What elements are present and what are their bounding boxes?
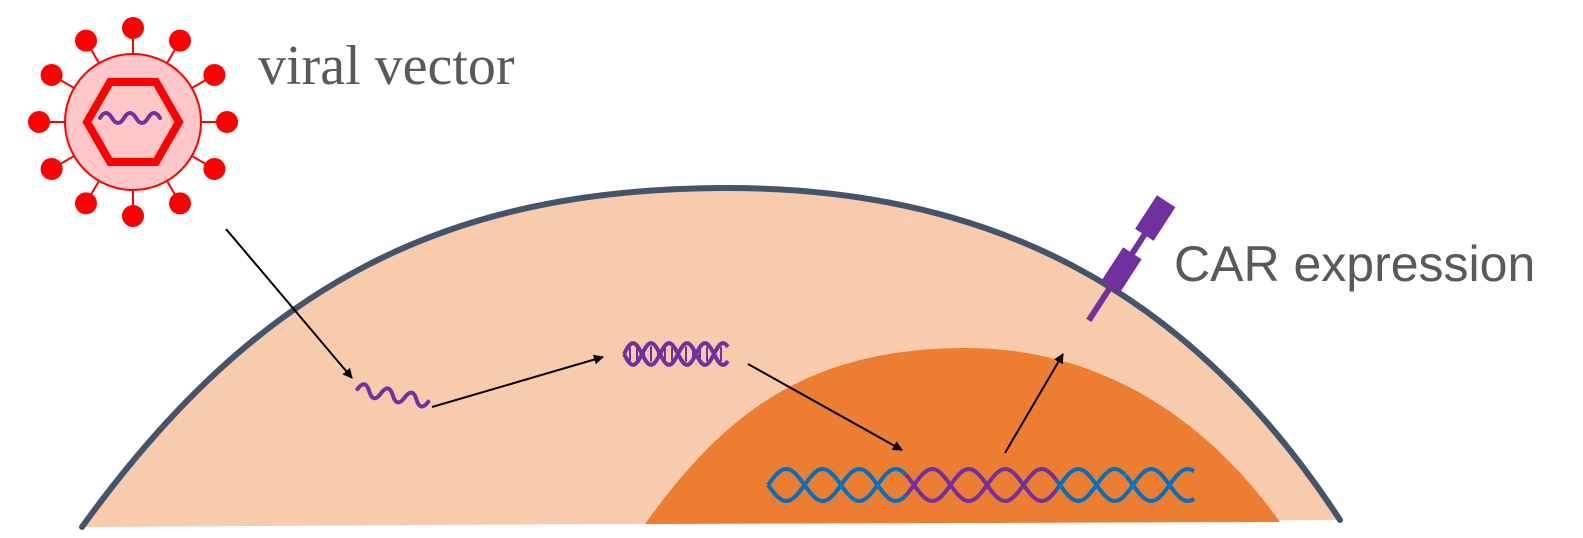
virus-spike-tip xyxy=(76,31,96,51)
virus-spike-tip xyxy=(170,193,190,213)
viral-vector-label: viral vector xyxy=(258,35,515,97)
virus-spike-tip xyxy=(204,159,224,179)
car-expression-label: CAR expression xyxy=(1174,236,1535,292)
virus-spike-tip xyxy=(217,112,237,132)
virus-spike-tip xyxy=(204,65,224,85)
virus-spike-tip xyxy=(123,206,143,226)
virus-spike-tip xyxy=(29,112,49,132)
virus-icon xyxy=(29,18,237,226)
virus-spike-tip xyxy=(42,159,62,179)
virus-spike-tip xyxy=(170,31,190,51)
virus-spike-tip xyxy=(76,193,96,213)
virus-spike-tip xyxy=(123,18,143,38)
virus-spike-tip xyxy=(42,65,62,85)
